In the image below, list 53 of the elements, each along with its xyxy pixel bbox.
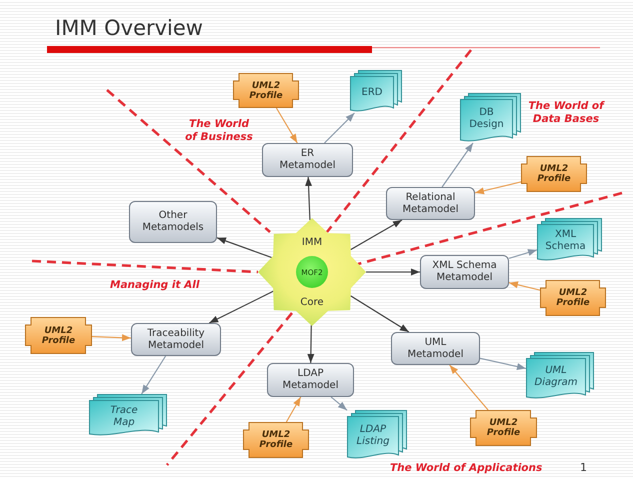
node-label: UML2 Profile <box>249 80 283 100</box>
region-label: Managing it All <box>110 279 200 292</box>
region-label: The World of Data Bases <box>528 100 604 126</box>
arrow <box>92 334 132 342</box>
metamodel-box <box>386 187 475 220</box>
metamodel-box <box>262 143 353 177</box>
arrow <box>442 142 474 188</box>
node-label: UML2 Profile <box>556 288 590 308</box>
arrow <box>141 356 166 394</box>
slide-title: IMM Overview <box>55 16 203 40</box>
arrow <box>305 176 312 220</box>
node-label: XML Schema Metamodel <box>432 260 497 284</box>
node-label: LDAP Metamodel <box>282 368 339 392</box>
arrow <box>508 281 540 291</box>
arrow <box>350 220 402 250</box>
arrow <box>508 249 538 259</box>
arrow <box>216 237 272 258</box>
node-label: Traceability Metamodel <box>147 328 205 352</box>
arrow <box>286 396 302 422</box>
node-label: LDAP Listing <box>356 424 390 448</box>
arrow <box>330 396 348 411</box>
node-label: Other Metamodels <box>142 210 204 234</box>
node-label: Relational Metamodel <box>402 192 459 216</box>
metamodel-box <box>267 363 354 397</box>
node-label: ERD <box>361 86 383 98</box>
arrow <box>208 290 274 324</box>
page-number: 1 <box>580 461 587 474</box>
arrow <box>366 268 420 276</box>
arrow <box>480 358 526 370</box>
arrow <box>307 325 314 363</box>
metamodel-box <box>131 323 221 356</box>
metamodel-box <box>420 255 509 289</box>
node-label: Core <box>300 297 324 309</box>
node-label: DB Design <box>468 107 504 131</box>
node-label: Trace Map <box>110 404 138 428</box>
arrow <box>474 181 522 194</box>
arrow <box>350 295 410 332</box>
node-label: IMM <box>302 237 322 249</box>
node-label: UML2 Profile <box>486 418 520 438</box>
arrow <box>276 108 298 144</box>
node-label: UML Diagram <box>534 365 578 389</box>
region-label: The World of Applications <box>390 462 542 475</box>
node-label: UML2 Profile <box>259 430 293 450</box>
node-label: UML2 Profile <box>537 164 571 184</box>
region-label: The World of Business <box>184 118 254 144</box>
node-label: UML2 Profile <box>42 326 76 346</box>
node-label: UML Metamodel <box>407 336 464 360</box>
node-label: XML Schema <box>545 229 586 253</box>
node-label: ER Metamodel <box>279 148 336 172</box>
metamodel-box <box>391 332 480 365</box>
arrow <box>324 112 355 144</box>
metamodel-box <box>129 201 217 243</box>
arrow <box>449 364 489 410</box>
